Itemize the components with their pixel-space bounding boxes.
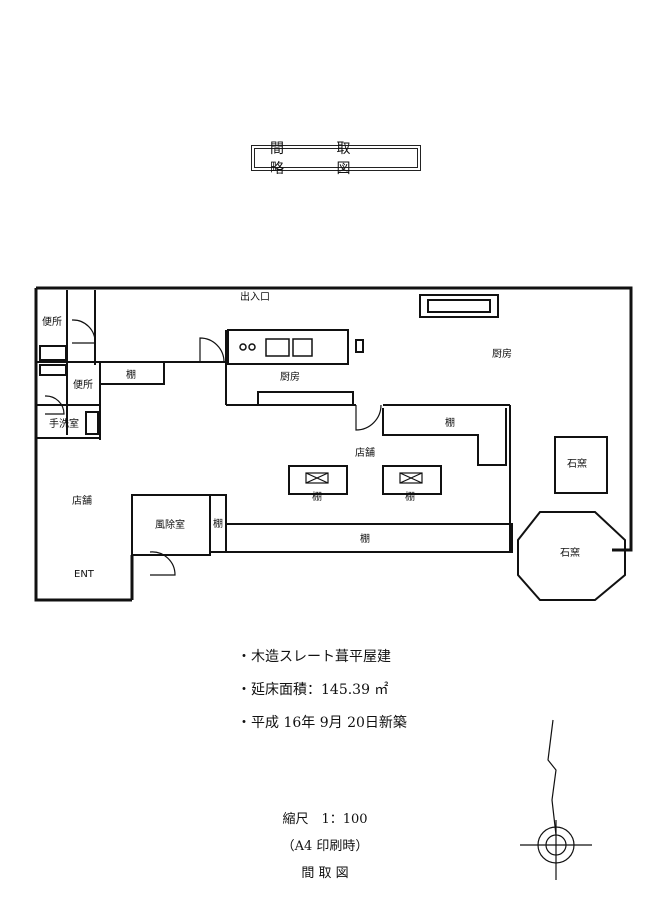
label-shelf-island2: 棚 bbox=[405, 490, 415, 503]
scale-plan-label: 間 取 図 bbox=[301, 866, 349, 881]
label-handwash: 手洗室 bbox=[49, 417, 79, 430]
label-entrance: ENT bbox=[74, 569, 95, 580]
label-store-center: 店舗 bbox=[355, 446, 375, 459]
info-built: ・平成 16年 9月 20日新築 bbox=[237, 715, 407, 731]
info-area: ・延床面積：145.39 ㎡ bbox=[237, 682, 389, 698]
label-kiln-square: 石窯 bbox=[567, 457, 587, 470]
label-dust-room: 風除室 bbox=[155, 518, 185, 531]
outer-wall bbox=[36, 286, 633, 552]
label-shelf-island1: 棚 bbox=[312, 490, 322, 503]
label-exit: 出入口 bbox=[240, 290, 270, 303]
label-kiln-oct: 石窯 bbox=[560, 546, 580, 559]
north-arrow-icon bbox=[520, 719, 592, 880]
label-kitchen-large: 厨房 bbox=[492, 347, 512, 360]
label-shelf-top-left: 棚 bbox=[126, 368, 136, 381]
label-toilet1: 便所 bbox=[42, 315, 62, 328]
label-shelf-right: 棚 bbox=[445, 416, 455, 429]
scale-ratio: 縮尺 1：100 bbox=[282, 812, 368, 827]
label-toilet2: 便所 bbox=[73, 378, 93, 391]
label-shelf-long: 棚 bbox=[360, 532, 370, 545]
label-shelf-small: 棚 bbox=[213, 517, 223, 530]
label-store-left: 店舗 bbox=[72, 494, 92, 507]
outer-wall-left bbox=[34, 288, 132, 602]
label-kitchen-small: 厨房 bbox=[280, 370, 300, 383]
scale-print-note: （A4 印刷時） bbox=[281, 839, 369, 854]
info-structure: ・木造スレート葺平屋建 bbox=[237, 649, 391, 665]
